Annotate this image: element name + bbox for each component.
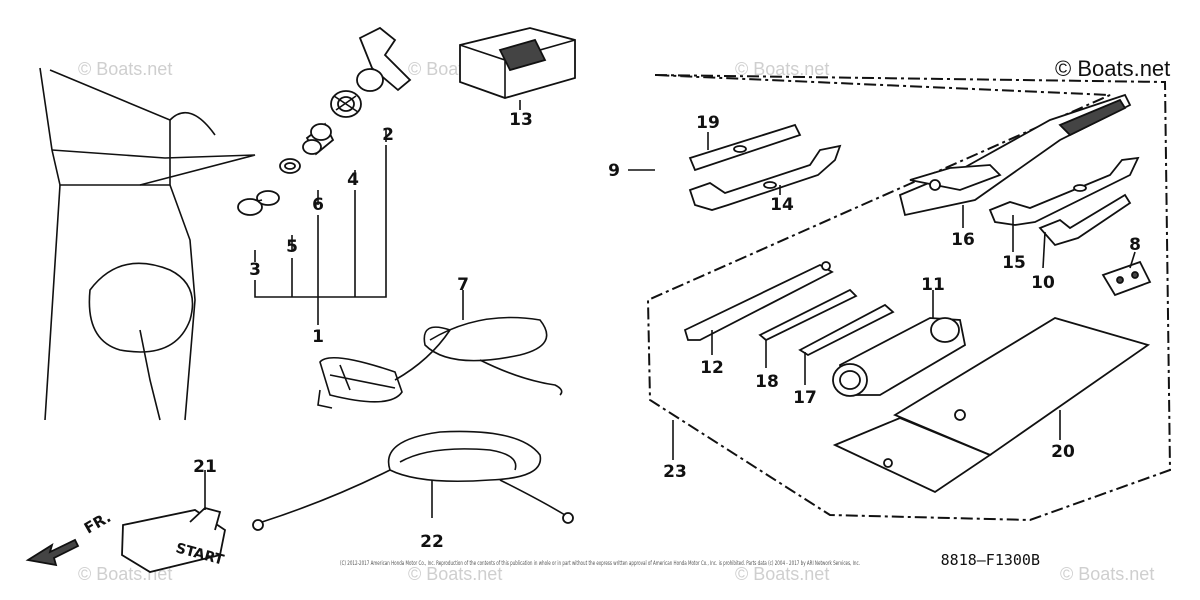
watermark: © Boats.net — [1060, 564, 1154, 584]
callout-5: 5 — [286, 237, 298, 257]
spanner-19 — [688, 123, 802, 172]
wrench-10 — [1038, 193, 1132, 247]
watermark: © Boats.net — [78, 59, 172, 79]
callout-23: 23 — [663, 462, 687, 482]
callout-22: 22 — [420, 532, 444, 552]
tool-kit-outline-9 — [646, 74, 1172, 522]
pliers-16 — [898, 93, 1132, 217]
callout-7: 7 — [457, 275, 469, 295]
callout-labels: 1 2 3 4 5 6 7 8 9 10 11 12 13 14 15 16 1… — [193, 110, 1141, 552]
callout-4: 4 — [347, 170, 359, 190]
watermark: © Boats.net — [735, 564, 829, 584]
callout-9: 9 — [608, 161, 620, 181]
callout-15: 15 — [1002, 253, 1026, 273]
callout-13: 13 — [509, 110, 533, 130]
callout-20: 20 — [1051, 442, 1075, 462]
cap-part-2 — [356, 26, 412, 92]
callout-3: 3 — [249, 260, 261, 280]
callout-10: 10 — [1031, 273, 1055, 293]
emergency-stop-lanyard-7 — [317, 316, 563, 409]
spare-part-box-13 — [459, 27, 576, 99]
tool-bag-20 — [832, 317, 1151, 494]
group-bracket-1 — [254, 145, 387, 325]
leader-lines — [204, 128, 1136, 518]
screwdriver-18 — [758, 288, 858, 342]
callout-8: 8 — [1129, 235, 1141, 255]
callout-18: 18 — [755, 372, 779, 392]
wrench-15 — [988, 156, 1140, 226]
callout-14: 14 — [770, 195, 794, 215]
callout-11: 11 — [921, 275, 945, 295]
screwdriver-handle-12 — [683, 261, 834, 341]
clip-8 — [1101, 260, 1152, 297]
callout-2: 2 — [382, 125, 394, 145]
clip-part-3 — [237, 190, 280, 216]
callout-16: 16 — [951, 230, 975, 250]
plug-wrench-11 — [832, 317, 967, 397]
bushing-part-6 — [302, 122, 335, 156]
direction-label: FR. — [81, 508, 114, 537]
diagram-code: 8818—F1300B — [941, 551, 1040, 569]
starter-rope-22 — [252, 430, 574, 531]
callout-17: 17 — [793, 388, 817, 408]
watermark: © Boats.net — [735, 59, 829, 79]
callout-1: 1 — [312, 327, 324, 347]
callout-12: 12 — [700, 358, 724, 378]
callout-6: 6 — [312, 195, 324, 215]
starter-handle-21: START — [121, 507, 227, 573]
callout-21: 21 — [193, 457, 217, 477]
callout-19: 19 — [696, 113, 720, 133]
front-direction-arrow: FR. — [25, 508, 114, 567]
copyright-notice: (C) 2012-2017 American Honda Motor Co., … — [340, 560, 860, 567]
washer-part-5 — [279, 158, 301, 174]
header-watermark: © Boats.net — [1055, 56, 1170, 81]
outboard-motor-outline — [39, 67, 256, 421]
grommet-part-4 — [330, 90, 362, 118]
wrench-14 — [688, 144, 842, 211]
watermark: © Boats.net — [408, 564, 502, 584]
